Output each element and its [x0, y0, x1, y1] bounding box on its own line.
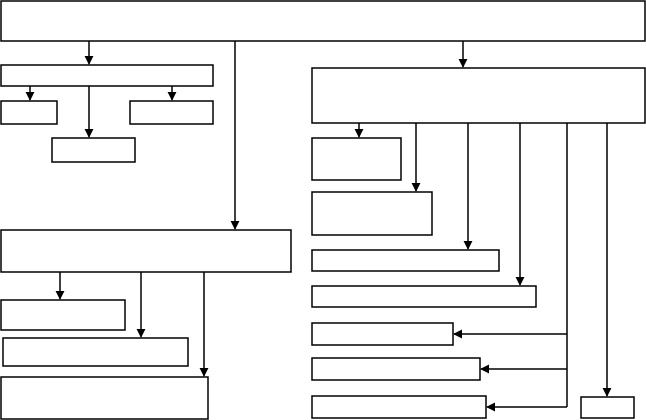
bottom-branch-node: [0, 229, 292, 273]
bottom-child-2-node: [2, 337, 189, 367]
right-child-7-node: [311, 395, 487, 419]
right-child-6-node: [311, 357, 481, 381]
bottom-child-1-node: [0, 299, 126, 331]
bottom-child-3-node: [0, 376, 209, 420]
left-child-3-node: [51, 137, 136, 163]
right-child-2-node: [311, 191, 433, 236]
right-child-5-node: [311, 322, 454, 346]
left-child-2-node: [129, 100, 214, 125]
right-child-8-node: [580, 396, 635, 419]
left-branch-node: [0, 64, 214, 87]
right-child-1-node: [311, 137, 402, 181]
right-child-4-node: [311, 285, 537, 308]
left-child-1-node: [0, 100, 58, 125]
right-branch-node: [311, 67, 646, 124]
right-child-3-node: [311, 249, 500, 272]
root-node: [0, 0, 646, 42]
